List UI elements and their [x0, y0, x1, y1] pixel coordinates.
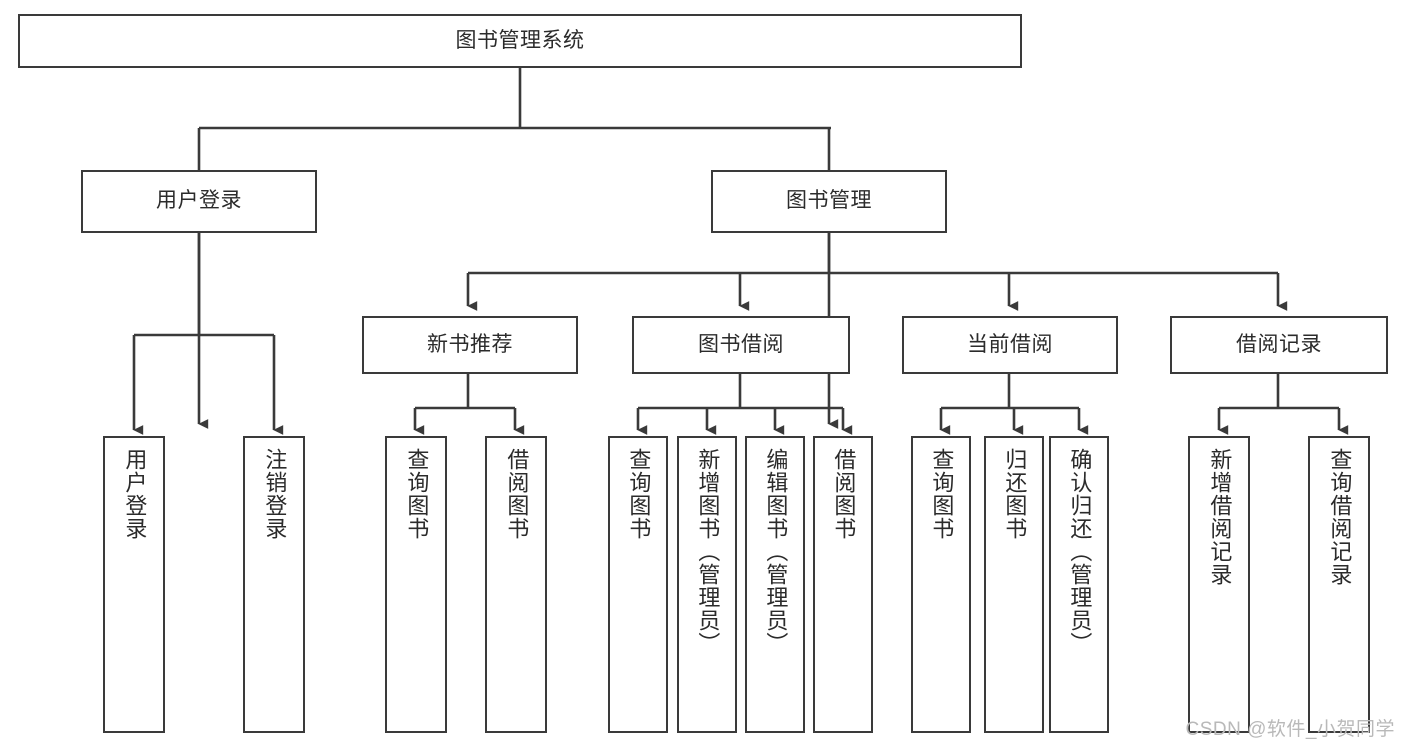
node-leaf-user-login[interactable]: 用户登录	[103, 436, 165, 733]
node-current-borrow-label: 当前借阅	[967, 332, 1053, 356]
node-leaf-logout[interactable]: 注销登录	[243, 436, 305, 733]
node-leaf-return-book[interactable]: 归还图书	[984, 436, 1044, 733]
node-borrow-record[interactable]: 借阅记录	[1170, 316, 1388, 374]
node-leaf-logout-label: 注销登录	[262, 448, 288, 540]
node-leaf-borrow-book-2-label: 借阅图书	[831, 448, 857, 540]
node-leaf-user-login-label: 用户登录	[122, 448, 148, 540]
node-leaf-confirm-return[interactable]: 确认归还（管理员）	[1049, 436, 1109, 733]
node-leaf-query-book-1-label: 查询图书	[404, 448, 430, 540]
node-leaf-borrow-book-1[interactable]: 借阅图书	[485, 436, 547, 733]
node-leaf-query-book-2-label: 查询图书	[626, 448, 652, 540]
node-leaf-borrow-book-2[interactable]: 借阅图书	[813, 436, 873, 733]
node-leaf-query-book-2[interactable]: 查询图书	[608, 436, 668, 733]
node-user-login-label: 用户登录	[156, 189, 242, 213]
node-root[interactable]: 图书管理系统	[18, 14, 1022, 68]
node-leaf-borrow-book-1-label: 借阅图书	[504, 448, 530, 540]
node-root-label: 图书管理系统	[455, 28, 585, 52]
node-current-borrow[interactable]: 当前借阅	[902, 316, 1118, 374]
node-leaf-query-record-label: 查询借阅记录	[1327, 448, 1353, 586]
node-leaf-query-record[interactable]: 查询借阅记录	[1308, 436, 1370, 733]
node-book-borrow-label: 图书借阅	[698, 332, 784, 356]
node-new-book-recommend[interactable]: 新书推荐	[362, 316, 578, 374]
node-leaf-edit-book-label: 编辑图书（管理员）	[763, 448, 789, 655]
node-user-login[interactable]: 用户登录	[81, 170, 317, 233]
node-leaf-edit-book[interactable]: 编辑图书（管理员）	[745, 436, 805, 733]
node-leaf-confirm-return-label: 确认归还（管理员）	[1067, 448, 1093, 655]
node-leaf-return-book-label: 归还图书	[1002, 448, 1028, 540]
node-leaf-add-book-label: 新增图书（管理员）	[695, 448, 721, 655]
node-leaf-query-book-1[interactable]: 查询图书	[385, 436, 447, 733]
node-new-book-recommend-label: 新书推荐	[427, 332, 513, 356]
node-leaf-add-record[interactable]: 新增借阅记录	[1188, 436, 1250, 733]
node-leaf-add-record-label: 新增借阅记录	[1207, 448, 1233, 586]
node-leaf-add-book[interactable]: 新增图书（管理员）	[677, 436, 737, 733]
node-book-manage[interactable]: 图书管理	[711, 170, 947, 233]
node-book-manage-label: 图书管理	[786, 189, 872, 213]
node-leaf-query-book-3-label: 查询图书	[929, 448, 955, 540]
node-leaf-query-book-3[interactable]: 查询图书	[911, 436, 971, 733]
node-borrow-record-label: 借阅记录	[1236, 332, 1322, 356]
node-book-borrow[interactable]: 图书借阅	[632, 316, 850, 374]
